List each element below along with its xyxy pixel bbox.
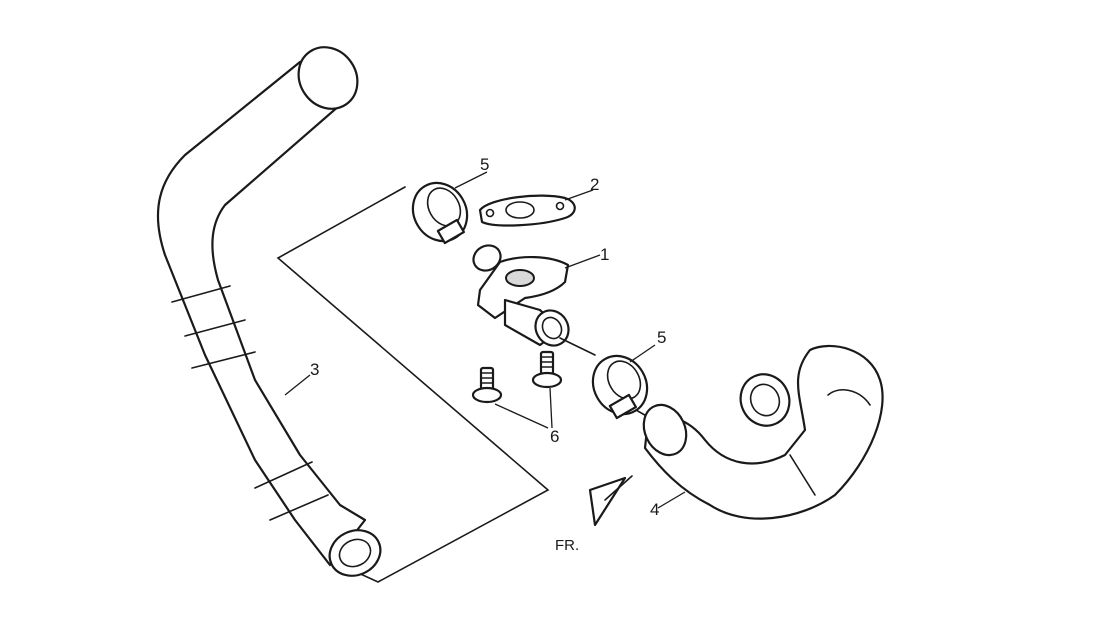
callout-2: 2 [590, 175, 599, 194]
large-hose-part-3 [156, 46, 550, 583]
callout-1: 1 [600, 245, 609, 264]
hose-clamp-lower-part-5 [591, 354, 651, 420]
callout-5-lower: 5 [657, 328, 666, 347]
direction-label: FR. [555, 537, 579, 554]
callout-3: 3 [310, 360, 319, 379]
hose-clamp-upper-part-5 [411, 181, 469, 245]
callout-5-upper: 5 [480, 155, 489, 174]
elbow-hose-part-4 [642, 344, 884, 520]
leader-lines [284, 171, 686, 509]
callout-6: 6 [550, 427, 559, 446]
gasket-part-2 [478, 194, 576, 227]
union-fitting-part-1 [472, 244, 596, 356]
callout-4: 4 [650, 500, 659, 519]
bolts-part-6 [471, 350, 563, 404]
front-direction-arrow [588, 475, 633, 527]
